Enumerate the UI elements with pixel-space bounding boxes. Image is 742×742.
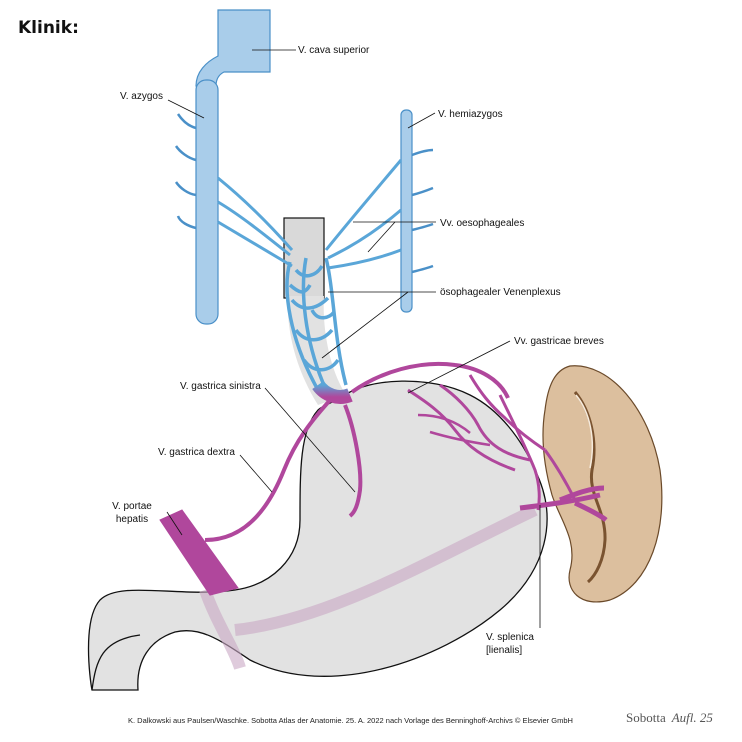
label-oesophageal-veins: Vv. oesophageales: [440, 218, 524, 229]
vena-gastrica-sinistra: [204, 396, 334, 542]
page-heading: Klinik:: [18, 18, 79, 38]
label-portal-vein-line1: V. portae: [112, 501, 152, 512]
label-vena-azygos: V. azygos: [120, 91, 163, 102]
brand-edition: Aufl. 25: [671, 710, 713, 725]
brand-name: Sobotta: [626, 710, 666, 725]
vena-gastrica-dextra: [343, 404, 363, 518]
label-vena-hemiazygos: V. hemiazygos: [438, 109, 503, 120]
vena-azygos: [174, 79, 219, 325]
leader-lines: [166, 49, 541, 628]
label-portal-vein-line2: hepatis: [116, 514, 148, 525]
label-short-gastric-veins: Vv. gastricae breves: [514, 336, 604, 347]
portal-venous-system: [159, 361, 608, 596]
oesophageal-venous-plexus: [285, 257, 348, 391]
vena-splenica: [519, 485, 608, 522]
image-credit: K. Dalkowski aus Paulsen/Waschke. Sobott…: [128, 716, 573, 725]
vena-cava-superior: [195, 9, 271, 87]
label-vena-cava-superior: V. cava superior: [298, 45, 370, 56]
vena-hemiazygos: [400, 109, 434, 313]
label-splenic-vein-line1: V. splenica: [486, 632, 534, 643]
spleen: [542, 365, 663, 603]
label-splenic-vein-line2: [lienalis]: [486, 645, 522, 656]
oesophagus: [283, 217, 346, 405]
vena-portae-hepatis: [159, 509, 239, 596]
label-left-gastric-vein: V. gastrica sinistra: [180, 381, 261, 392]
publisher-brand: Sobotta Aufl. 25: [626, 710, 713, 726]
label-oesophageal-plexus: ösophagealer Venenplexus: [440, 287, 561, 298]
oesophageal-veins: [217, 159, 403, 270]
stomach: [87, 380, 548, 691]
label-right-gastric-vein: V. gastrica dextra: [158, 447, 235, 458]
